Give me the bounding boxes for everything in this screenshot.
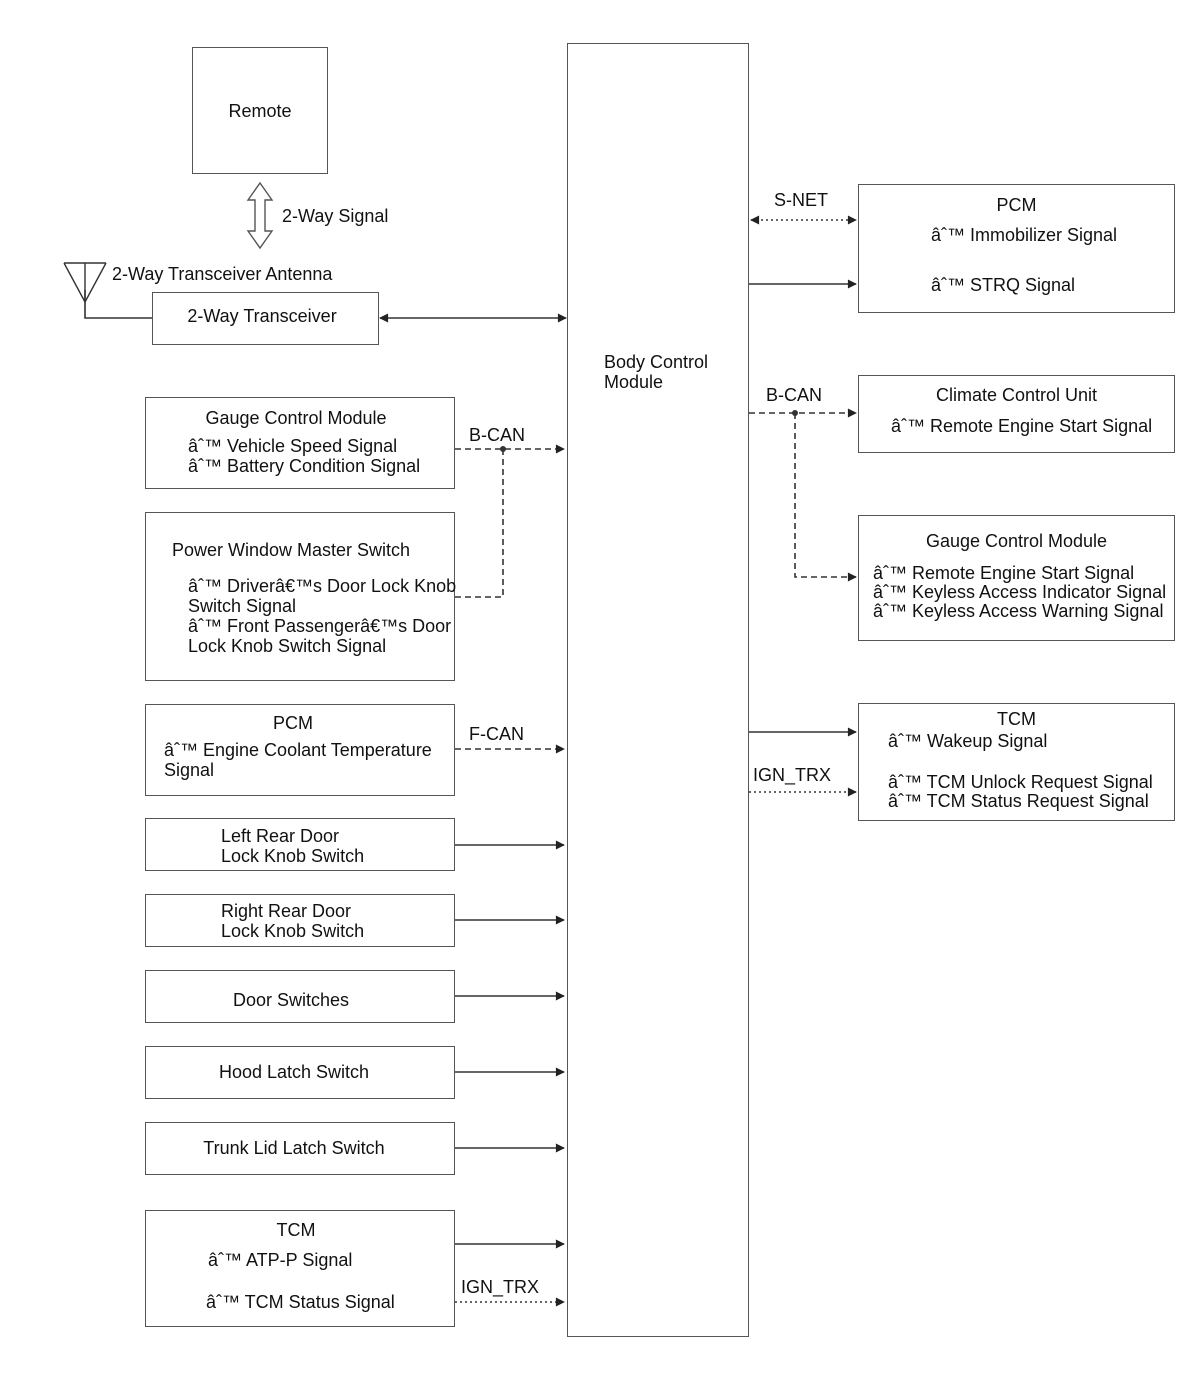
- left-bcan-label: B-CAN: [469, 425, 526, 445]
- climate-title: Climate Control Unit: [935, 385, 1098, 405]
- pwms-line1: âˆ™ Driverâ€™s Door Lock Knob: [188, 576, 457, 596]
- tcm-left-line2: âˆ™ TCM Status Signal: [206, 1292, 395, 1312]
- pcm-left-title: PCM: [273, 713, 313, 733]
- lrd-line2: Lock Knob Switch: [221, 846, 365, 866]
- tcm-right-line2: âˆ™ TCM Unlock Request Signal: [888, 772, 1153, 792]
- bcm-title-line1: Body Control: [604, 352, 709, 372]
- pwms-line3: âˆ™ Front Passengerâ€™s Door: [188, 616, 452, 636]
- pcm-right-title: PCM: [996, 195, 1037, 215]
- antenna-label: 2-Way Transceiver Antenna: [112, 264, 333, 284]
- rrd-line1: Right Rear Door: [221, 901, 352, 921]
- gauge-right-bcan-line: [794, 413, 857, 582]
- pcm-right-line1: âˆ™ Immobilizer Signal: [931, 225, 1118, 245]
- bcm-title-line2: Module: [604, 372, 664, 392]
- antenna-wire: [84, 290, 153, 319]
- gauge-left-title: Gauge Control Module: [205, 408, 387, 428]
- tcm-right-box: [858, 703, 1175, 821]
- transceiver-title: 2-Way Transceiver: [187, 306, 337, 326]
- fcan-label: F-CAN: [469, 724, 524, 744]
- tcm-left-title: TCM: [276, 1220, 316, 1240]
- rrd-box: [145, 894, 455, 947]
- lrd-box: [145, 818, 455, 871]
- two-way-signal-label: 2-Way Signal: [282, 206, 389, 226]
- hood-title: Hood Latch Switch: [218, 1062, 370, 1082]
- tcm-right-title: TCM: [997, 709, 1036, 729]
- gauge-right-line3: âˆ™ Keyless Access Warning Signal: [873, 601, 1164, 621]
- pwms-line4: Lock Knob Switch Signal: [188, 636, 387, 656]
- pwms-line2: Switch Signal: [188, 596, 297, 616]
- lrd-line1: Left Rear Door: [221, 826, 340, 846]
- left-ign-trx-label: IGN_TRX: [461, 1277, 540, 1297]
- remote-box: [192, 47, 328, 174]
- tcm-right-line3: âˆ™ TCM Status Request Signal: [888, 791, 1149, 811]
- tcm-left-box: [145, 1210, 455, 1327]
- trunk-box: [145, 1122, 455, 1175]
- pcm-left-line2: Signal: [164, 760, 215, 780]
- gauge-right-line2: âˆ™ Keyless Access Indicator Signal: [873, 582, 1167, 602]
- bcan-junction-right: [792, 410, 798, 416]
- snet-label: S-NET: [774, 190, 828, 210]
- bcan-junction-left: [500, 446, 506, 452]
- gauge-left-line2: âˆ™ Battery Condition Signal: [188, 456, 421, 476]
- antenna-icon: [63, 262, 107, 303]
- transceiver-box: [152, 292, 379, 345]
- pwms-bcan-line: [455, 449, 504, 598]
- climate-line1: âˆ™ Remote Engine Start Signal: [891, 416, 1153, 436]
- gauge-right-box: [858, 515, 1175, 641]
- climate-box: [858, 375, 1175, 453]
- rrd-line2: Lock Knob Switch: [221, 921, 365, 941]
- right-ign-trx-label: IGN_TRX: [753, 765, 832, 785]
- doors-box: [145, 970, 455, 1023]
- pcm-right-box: [858, 184, 1175, 313]
- two-way-arrow-icon: [246, 181, 274, 250]
- trunk-title: Trunk Lid Latch Switch: [203, 1138, 385, 1158]
- right-bcan-label: B-CAN: [766, 385, 823, 405]
- pcm-right-line2: âˆ™ STRQ Signal: [931, 275, 1076, 295]
- gauge-left-box: [145, 397, 455, 489]
- tcm-left-line1: âˆ™ ATP-P Signal: [208, 1250, 353, 1270]
- remote-title: Remote: [228, 101, 292, 121]
- pwms-title: Power Window Master Switch: [172, 540, 411, 560]
- tcm-right-line1: âˆ™ Wakeup Signal: [888, 731, 1048, 751]
- pcm-left-box: [145, 704, 455, 796]
- pcm-left-line1: âˆ™ Engine Coolant Temperature: [164, 740, 432, 760]
- body-control-module-box: [567, 43, 749, 1337]
- hood-box: [145, 1046, 455, 1099]
- gauge-right-line1: âˆ™ Remote Engine Start Signal: [873, 563, 1135, 583]
- gauge-left-line1: âˆ™ Vehicle Speed Signal: [188, 436, 398, 456]
- gauge-right-title: Gauge Control Module: [925, 531, 1108, 551]
- pwms-box: [145, 512, 455, 681]
- doors-title: Door Switches: [232, 990, 350, 1010]
